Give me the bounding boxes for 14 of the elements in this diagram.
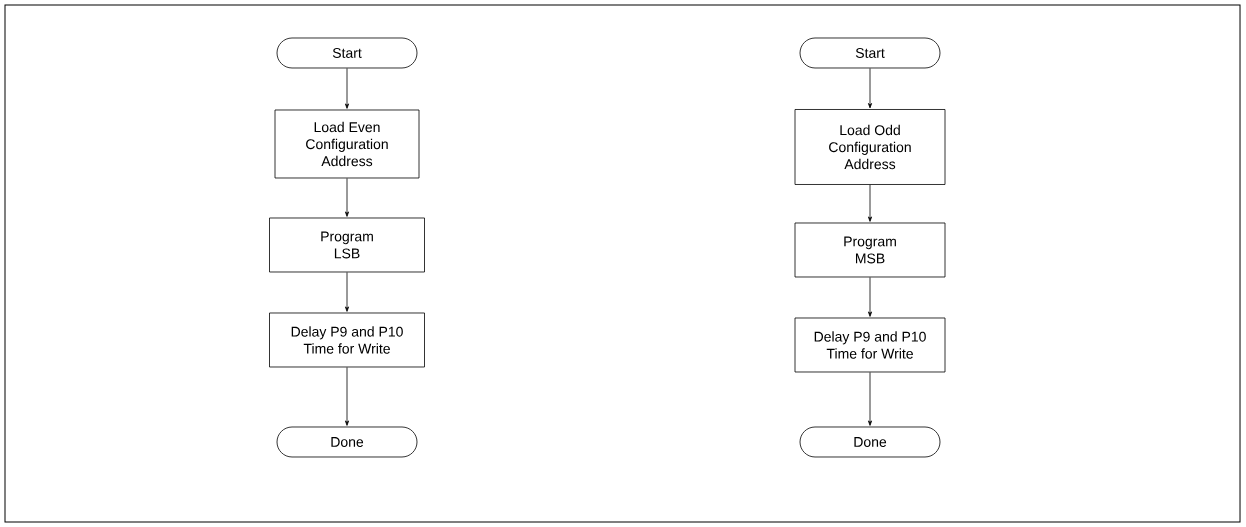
arrow (868, 277, 873, 317)
arrow (345, 367, 349, 426)
arrow (345, 272, 349, 312)
process-box: Delay P9 and P10 Time for Write (794, 317, 946, 373)
process-box: Program LSB (269, 217, 425, 273)
process-box: Delay P9 and P10 Time for Write (269, 312, 425, 368)
process-box: Load Odd Configuration Address (794, 109, 946, 185)
process-box: Load Even Configuration Address (274, 109, 420, 179)
arrow (345, 178, 349, 217)
arrow (868, 372, 873, 426)
process-box: Program MSB (794, 222, 946, 278)
arrow (345, 68, 349, 109)
arrow (868, 68, 873, 109)
arrow (868, 184, 873, 222)
